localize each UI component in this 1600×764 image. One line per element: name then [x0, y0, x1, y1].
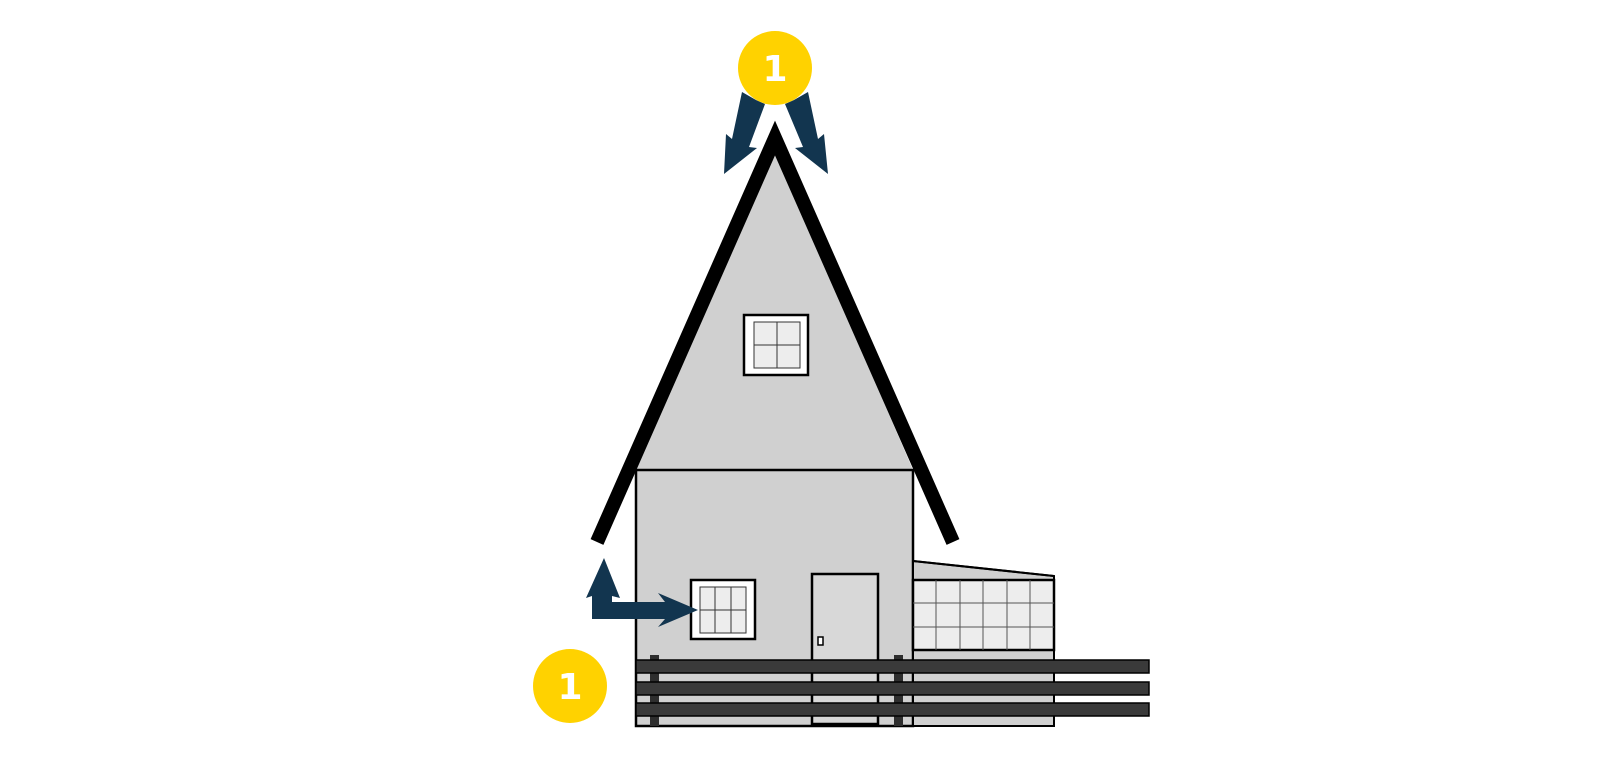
- badge-label: 1: [762, 49, 787, 90]
- step-badge-bottom: 1: [533, 649, 607, 723]
- arrow-icon: [785, 92, 828, 174]
- roof-outline: [590, 120, 960, 545]
- lower-window: [689, 578, 757, 641]
- gable-wall: [636, 150, 913, 470]
- fence-rail: [635, 659, 1150, 674]
- gable-window: [742, 313, 810, 377]
- fence-rail: [635, 681, 1150, 696]
- step-badge-top: 1: [738, 31, 812, 105]
- badge-label: 1: [557, 667, 582, 708]
- arrow-icon: [586, 558, 698, 627]
- door-handle: [817, 636, 824, 646]
- fence-rail: [635, 702, 1150, 717]
- annex-window-grid: [911, 578, 1056, 652]
- front-door: [810, 572, 880, 726]
- annex-eave: [912, 560, 1055, 577]
- arrow-icon: [724, 92, 765, 174]
